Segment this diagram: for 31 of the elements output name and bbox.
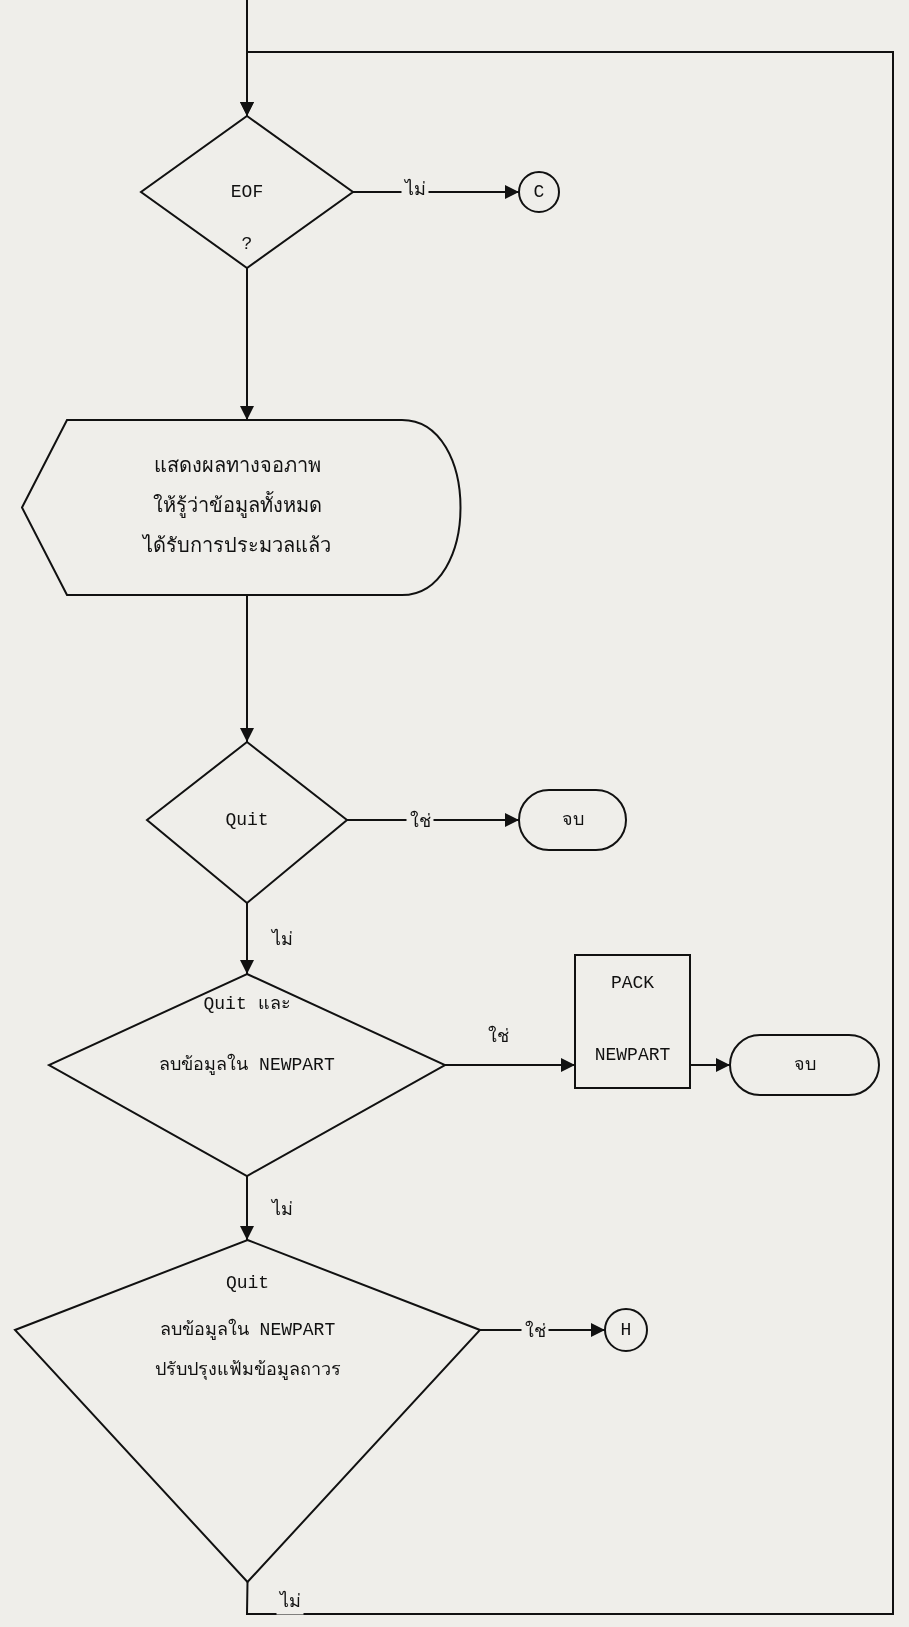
decision-diamond: [141, 116, 353, 268]
node-text: Quit: [224, 1271, 271, 1295]
arrow: [240, 1175, 254, 1241]
node-text: ปรับปรุงแฟ้มข้อมูลถาวร: [153, 1358, 342, 1382]
terminal-shape: [730, 1035, 879, 1095]
terminal-shape: [519, 790, 626, 850]
arrow: [689, 1058, 731, 1072]
node-text: EOF: [229, 180, 265, 204]
node-text: ลบข้อมูลใน NEWPART: [158, 1053, 336, 1077]
arrow: [240, 51, 894, 1615]
node-text: PACK: [609, 971, 656, 995]
node-text: แสดงผลทางจอภาพ ให้รู้ว่าข้อมูลทั้งหมด ได้รับการประมวลแล้ว: [141, 454, 332, 560]
arrow: [444, 1058, 576, 1072]
connector-circle: [605, 1309, 647, 1351]
arrow: [240, 267, 254, 421]
decision-diamond: [147, 742, 347, 903]
node-text: ลบข้อมูลใน NEWPART: [158, 1318, 337, 1342]
node-text: H: [619, 1318, 633, 1342]
connector-circle: [519, 172, 559, 212]
decision-diamond: [15, 1240, 480, 1582]
node-text: ?: [240, 232, 254, 256]
node-text: NEWPART: [593, 1043, 672, 1067]
node-text: C: [532, 180, 546, 204]
arrow: [240, 594, 254, 743]
decision-diamond: [49, 974, 445, 1176]
process-box: [575, 955, 690, 1088]
node-text: จบ: [560, 808, 585, 832]
node-text: Quit และ: [202, 992, 292, 1016]
node-text: Quit: [224, 808, 270, 832]
node-text: จบ: [792, 1053, 817, 1077]
arrow: [240, 902, 254, 975]
